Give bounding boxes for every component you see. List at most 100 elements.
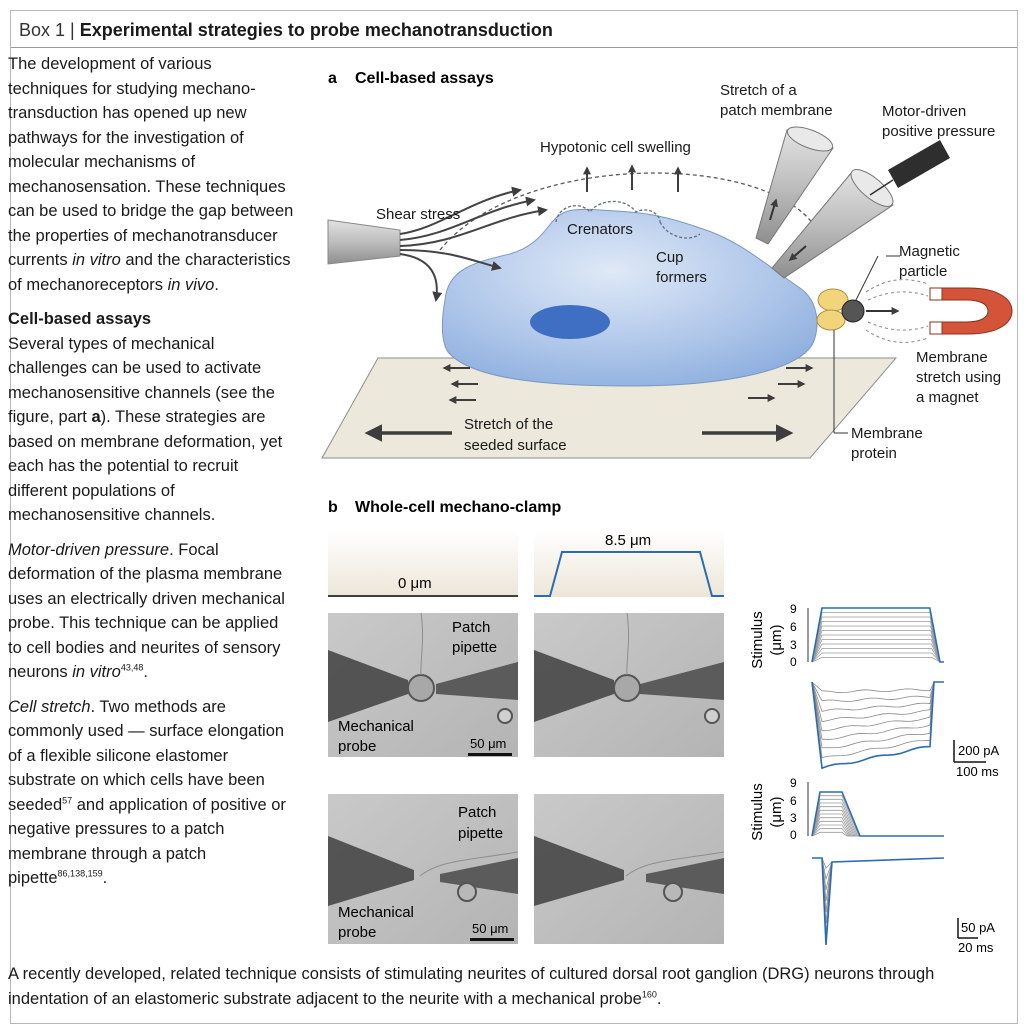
para3-ref2: 86,138,159	[57, 868, 103, 879]
m3-probe-2: probe	[338, 924, 376, 941]
m3-patch-2: pipette	[458, 825, 503, 842]
intro-b: in vitro	[72, 251, 121, 269]
intro-c: and the characteristics of mechanorecept…	[8, 251, 291, 294]
magnetic-particle	[841, 299, 865, 323]
para3-c: .	[102, 869, 108, 887]
label-stretch-patch-2: patch membrane	[720, 102, 833, 119]
pipette-2-arrow	[788, 245, 807, 262]
stimulus-plot-bottom: Stimulus (μm) 9 6 3 0	[749, 776, 944, 842]
current-trace	[811, 681, 944, 749]
m1-probe-1: Mechanical	[338, 718, 414, 735]
motor-rod	[869, 179, 894, 196]
para4-ref: 160	[641, 989, 657, 999]
m1-scale-label: 50 μm	[470, 736, 506, 751]
stimulus-trace	[811, 817, 944, 837]
bottom-paragraph: A recently developed, related technique …	[8, 962, 998, 1011]
step-box-zero	[328, 530, 518, 597]
current-trace	[811, 681, 944, 723]
para3-ref1: 57	[62, 795, 73, 805]
paragraph-3: Cell stretch. Two methods are commonly u…	[8, 695, 294, 891]
panel-b-letter: b	[328, 499, 338, 516]
scale-current-top: 200 pA	[958, 743, 1000, 758]
m3-patch-1: Patch	[458, 804, 496, 821]
label-mem-stretch-2: stretch using	[916, 369, 1001, 386]
label-crenators: Crenators	[567, 221, 633, 238]
nucleus	[530, 305, 610, 339]
para2-title: Motor-driven pressure	[8, 540, 170, 559]
pipette-2-opening	[850, 169, 894, 207]
panel-b-title: Whole-cell mechano-clamp	[355, 499, 561, 516]
stim-bottom-traces	[811, 791, 944, 837]
cell-body	[441, 208, 818, 387]
micrograph-4	[534, 794, 725, 944]
label-mem-stretch-3: a magnet	[916, 389, 979, 406]
intro-e: .	[214, 275, 219, 294]
para4-b: .	[656, 989, 662, 1008]
stim-top-tick-6: 6	[790, 620, 797, 634]
current-trace	[811, 681, 944, 759]
shear-tube	[327, 219, 401, 265]
swelling-outline	[439, 172, 821, 251]
magnet-pole-bottom	[929, 321, 943, 335]
para1-c: ). These strategies are based on membran…	[8, 408, 283, 524]
current-trace	[811, 681, 944, 712]
label-hypotonic: Hypotonic cell swelling	[540, 139, 691, 156]
stim-bottom-tick-3: 3	[790, 811, 797, 825]
para2-a: . Focal deformation of the plasma membra…	[8, 540, 285, 682]
intro-a: The development of various techniques fo…	[8, 55, 294, 269]
label-cup-2: formers	[656, 269, 707, 286]
stim-top-tick-0: 0	[790, 655, 797, 669]
label-stretch-patch-1: Stretch of a	[720, 82, 797, 99]
para2-ref: 43,48	[120, 662, 144, 673]
stimulus-trace	[811, 824, 944, 837]
stim-top-traces	[811, 607, 944, 663]
stim-bottom-tick-6: 6	[790, 794, 797, 808]
label-mem-protein-1: Membrane	[851, 425, 923, 442]
box-header: Box 1 | Experimental strategies to probe…	[11, 11, 1017, 48]
para1-a: Several types of mechanical challenges c…	[8, 334, 275, 427]
current-traces-top	[811, 681, 944, 770]
step-box-value	[534, 530, 724, 597]
scale-time-top: 100 ms	[956, 764, 999, 779]
stimulus-trace	[811, 621, 944, 663]
stim-bottom-axis-2: (μm)	[768, 796, 785, 827]
pipette-1-opening	[786, 126, 834, 152]
stim-bottom-axis-1: Stimulus	[749, 783, 766, 841]
intro-paragraph: The development of various techniques fo…	[8, 52, 294, 297]
step-value-label: 8.5 μm	[605, 532, 651, 549]
paragraph-1: Several types of mechanical challenges c…	[8, 332, 294, 528]
micrograph-1: Patch pipette Mechanical probe 50 μm	[328, 612, 518, 757]
stim-bottom-tick-9: 9	[790, 776, 797, 790]
title-text: Experimental strategies to probe mechano…	[79, 20, 553, 40]
stimulus-trace	[811, 612, 944, 663]
para1-b: a	[91, 408, 101, 426]
label-mem-protein-2: protein	[851, 445, 897, 462]
step-value-trace	[534, 551, 724, 597]
magnet-pole-top	[929, 287, 943, 301]
micrograph-3: Patch pipette Mechanical probe 50 μm	[328, 794, 519, 944]
m1-patch-1: Patch	[452, 619, 490, 636]
box-title: Box 1 | Experimental strategies to probe…	[19, 20, 553, 41]
box-frame: Box 1 | Experimental strategies to probe…	[10, 10, 1018, 1024]
stimulus-trace	[811, 648, 944, 663]
section-heading: Cell-based assays	[8, 310, 152, 328]
paragraph-2: Motor-driven pressure. Focal deformation…	[8, 538, 294, 685]
stimulus-trace	[811, 802, 944, 837]
stim-top-axis-1: Stimulus	[749, 611, 766, 669]
step-zero-label: 0 μm	[398, 575, 432, 592]
para3-a: . Two methods are commonly used — surfac…	[8, 697, 285, 814]
m3-probe-1: Mechanical	[338, 904, 414, 921]
para3-title: Cell stretch	[8, 697, 91, 716]
label-mem-stretch-1: Membrane	[916, 349, 988, 366]
stimulus-plot-top: Stimulus (μm) 9 6 3 0	[749, 602, 944, 669]
label-seeded-1: Stretch of the	[464, 416, 553, 433]
label-shear: Shear stress	[376, 206, 460, 223]
magnetic-leader	[855, 255, 879, 301]
scale-time-bottom: 20 ms	[958, 940, 994, 955]
stimulus-trace	[811, 607, 944, 663]
panel-a-letter: a	[328, 70, 337, 87]
intro-d: in vivo	[167, 275, 215, 294]
magnetic-field-lines	[865, 279, 929, 343]
panel-a-title: Cell-based assays	[355, 70, 494, 87]
